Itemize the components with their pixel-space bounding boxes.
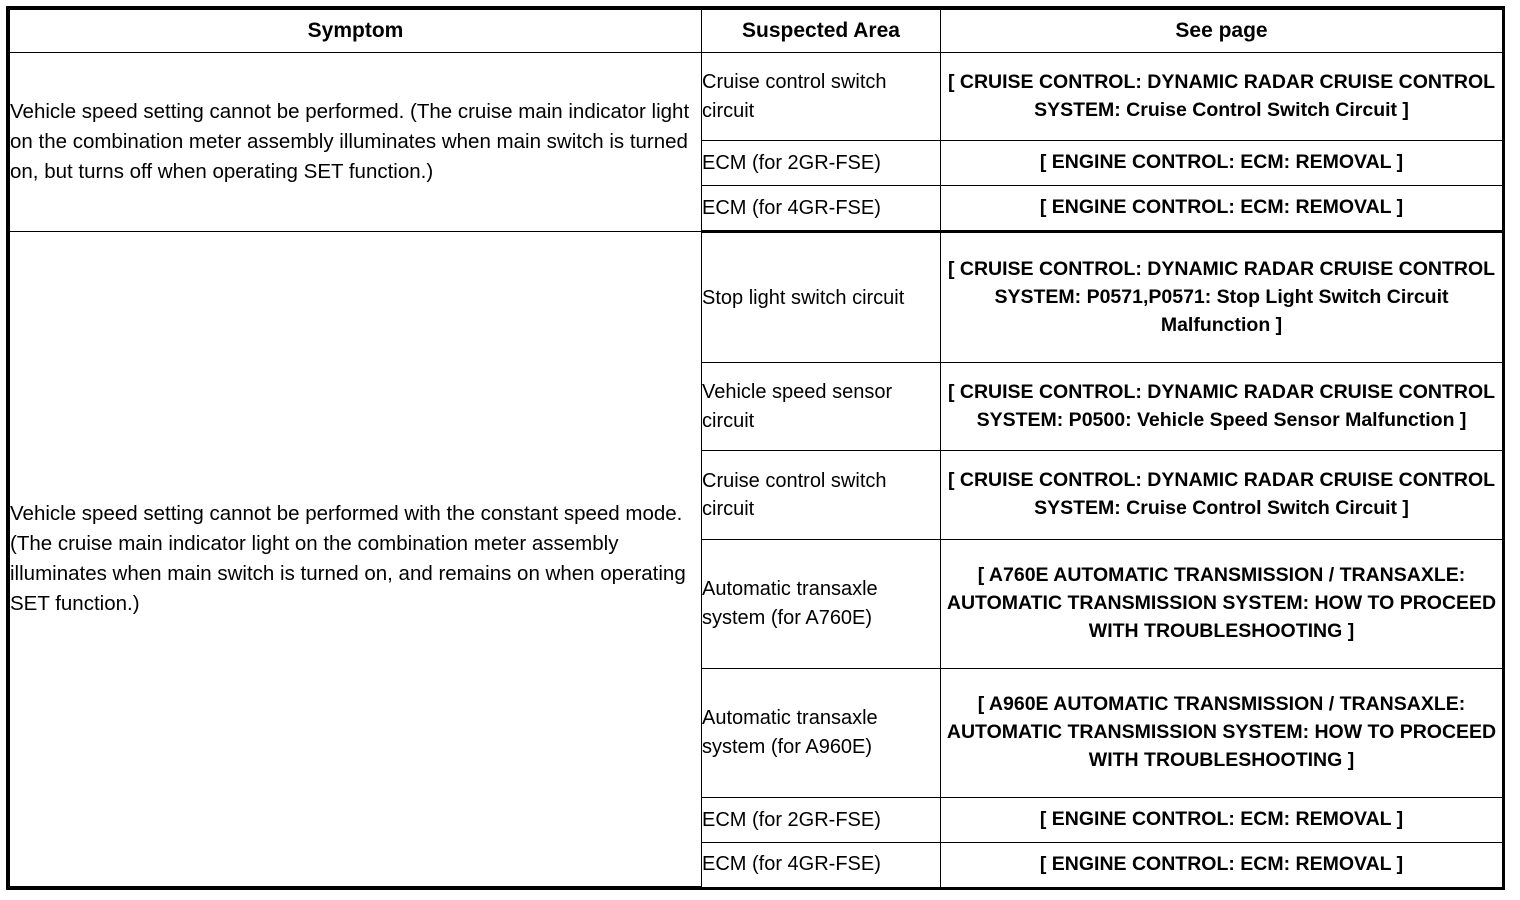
column-header-suspected-area: Suspected Area	[701, 9, 941, 53]
see-page-cell: [ ENGINE CONTROL: ECM: REMOVAL ]	[940, 841, 1503, 887]
table-row: ECM (for 2GR-FSE) [ ENGINE CONTROL: ECM:…	[10, 140, 1503, 187]
table-body: Vehicle speed setting cannot be performe…	[9, 51, 1503, 887]
header-row: Symptom Suspected Area See page	[9, 9, 1503, 53]
table-row: Vehicle speed setting cannot be performe…	[9, 231, 1503, 887]
suspected-area-cell: Stop light switch circuit	[701, 231, 941, 364]
see-page-cell: [ ENGINE CONTROL: ECM: REMOVAL ]	[940, 185, 1503, 234]
suspected-area-cell: Cruise control switch circuit	[701, 51, 941, 142]
column-header-symptom: Symptom	[9, 9, 702, 53]
column-header-see-page: See page	[940, 9, 1503, 53]
table-row: Automatic transaxle system (for A960E) […	[10, 667, 1503, 798]
see-page-cell: [ ENGINE CONTROL: ECM: REMOVAL ]	[940, 140, 1503, 187]
table-row: Vehicle speed setting cannot be performe…	[9, 51, 1503, 233]
see-page-cell: [ CRUISE CONTROL: DYNAMIC RADAR CRUISE C…	[940, 231, 1503, 364]
table-row: Cruise control switch circuit [ CRUISE C…	[10, 450, 1503, 540]
see-page-cell: [ ENGINE CONTROL: ECM: REMOVAL ]	[940, 796, 1503, 843]
symptom-table: Symptom Suspected Area See page Vehicle …	[9, 9, 1503, 887]
suspected-area-cell: ECM (for 2GR-FSE)	[701, 140, 941, 187]
symptom-cell-2: Vehicle speed setting cannot be performe…	[9, 231, 702, 887]
see-page-cell: [ A960E AUTOMATIC TRANSMISSION / TRANSAX…	[940, 667, 1503, 798]
table-header: Symptom Suspected Area See page	[9, 9, 1503, 53]
table-row: ECM (for 2GR-FSE) [ ENGINE CONTROL: ECM:…	[10, 796, 1503, 843]
symptom-text: Vehicle speed setting cannot be performe…	[10, 502, 686, 616]
table-row: Vehicle speed sensor circuit [ CRUISE CO…	[10, 362, 1503, 452]
suspected-area-cell: ECM (for 4GR-FSE)	[701, 185, 941, 234]
see-page-cell: [ CRUISE CONTROL: DYNAMIC RADAR CRUISE C…	[940, 51, 1503, 142]
table-row: ECM (for 4GR-FSE) [ ENGINE CONTROL: ECM:…	[10, 185, 1503, 234]
suspected-area-cell: Vehicle speed sensor circuit	[701, 362, 941, 452]
symptom-cell-1: Vehicle speed setting cannot be performe…	[9, 51, 702, 233]
suspected-area-cell: Automatic transaxle system (for A760E)	[701, 538, 941, 669]
symptom-table-container: Symptom Suspected Area See page Vehicle …	[6, 6, 1505, 890]
table-row: Automatic transaxle system (for A760E) […	[10, 538, 1503, 669]
see-page-cell: [ CRUISE CONTROL: DYNAMIC RADAR CRUISE C…	[940, 362, 1503, 452]
suspected-area-cell: ECM (for 4GR-FSE)	[701, 841, 941, 887]
see-page-cell: [ A760E AUTOMATIC TRANSMISSION / TRANSAX…	[940, 538, 1503, 669]
see-page-cell: [ CRUISE CONTROL: DYNAMIC RADAR CRUISE C…	[940, 450, 1503, 540]
suspected-area-cell: Automatic transaxle system (for A960E)	[701, 667, 941, 798]
symptom-text: Vehicle speed setting cannot be performe…	[10, 100, 690, 184]
suspected-area-cell: ECM (for 2GR-FSE)	[701, 796, 941, 843]
table-row: ECM (for 4GR-FSE) [ ENGINE CONTROL: ECM:…	[10, 841, 1503, 887]
suspected-area-cell: Cruise control switch circuit	[701, 450, 941, 540]
